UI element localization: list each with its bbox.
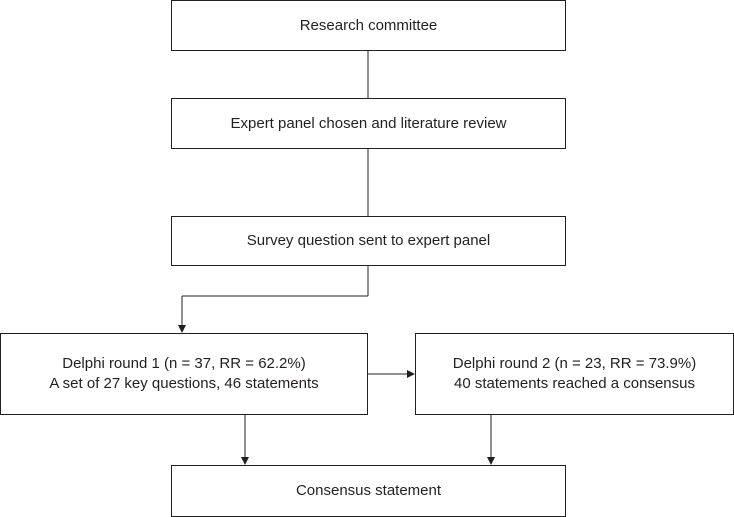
node-delphi-round-1-line2: A set of 27 key questions, 46 statements	[49, 375, 319, 392]
node-consensus-statement-label: Consensus statement	[295, 482, 442, 499]
arrowhead-round1-to-round2	[407, 370, 415, 378]
node-delphi-round-1-text: Delphi round 1 (n = 37, RR = 62.2%) A se…	[49, 354, 318, 394]
node-delphi-round-1: Delphi round 1 (n = 37, RR = 62.2%) A se…	[0, 333, 368, 415]
node-delphi-round-1-line1: Delphi round 1 (n = 37, RR = 62.2%)	[62, 355, 306, 372]
node-survey-question: Survey question sent to expert panel	[171, 216, 566, 266]
arrowhead-survey-to-round1	[178, 325, 186, 333]
arrowhead-round2-to-consensus	[487, 457, 495, 465]
node-delphi-round-2-line1: Delphi round 2 (n = 23, RR = 73.9%)	[452, 355, 697, 372]
node-research-committee-label: Research committee	[299, 16, 438, 34]
node-expert-panel: Expert panel chosen and literature revie…	[171, 98, 566, 149]
node-research-committee: Research committee	[171, 0, 566, 51]
node-consensus-statement: Consensus statement	[171, 465, 566, 517]
node-delphi-round-2-line2: 40 statements reached a consensus	[454, 375, 695, 392]
node-delphi-round-2-text: Delphi round 2 (n = 23, RR = 73.9%) 40 s…	[453, 354, 696, 394]
node-delphi-round-2: Delphi round 2 (n = 23, RR = 73.9%) 40 s…	[415, 333, 734, 415]
node-expert-panel-label: Expert panel chosen and literature revie…	[230, 114, 507, 132]
node-survey-question-label: Survey question sent to expert panel	[246, 232, 491, 249]
arrowhead-round1-to-consensus	[241, 457, 249, 465]
